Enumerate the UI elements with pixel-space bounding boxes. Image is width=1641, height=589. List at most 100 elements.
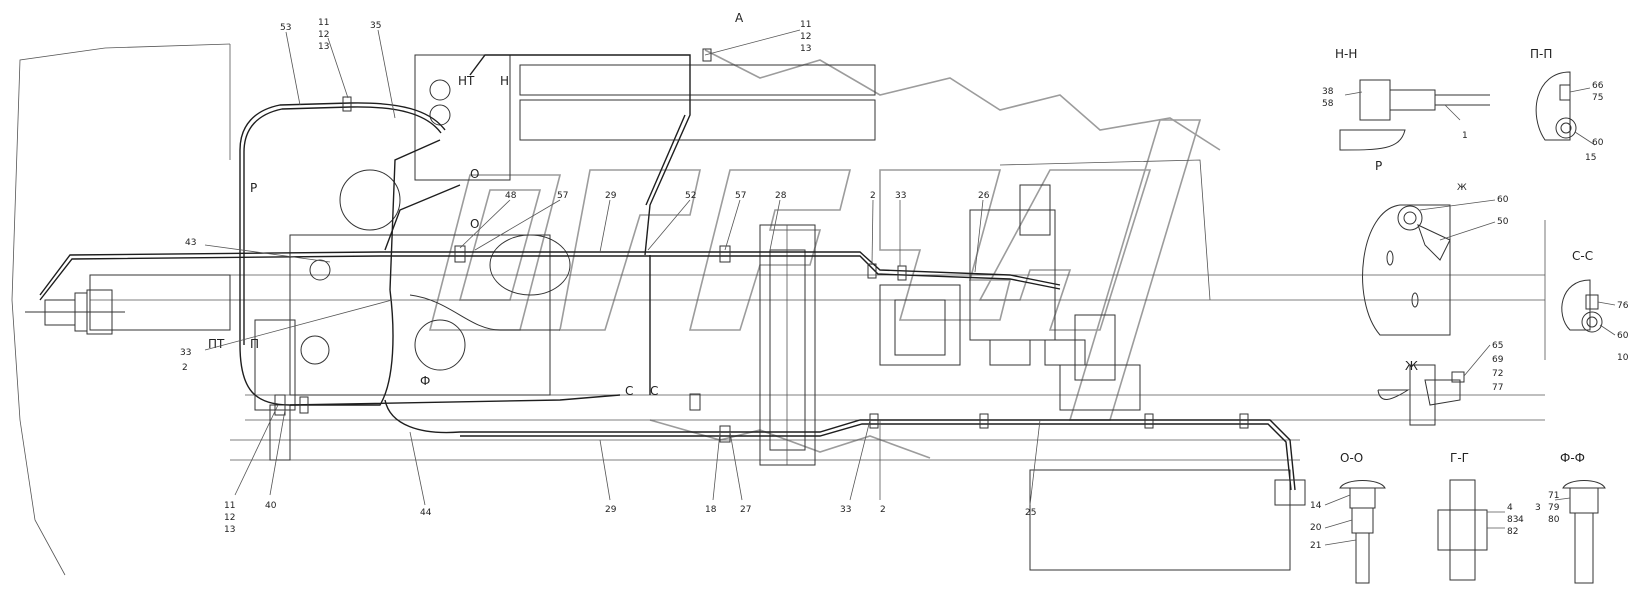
callout-2-c: 2: [880, 505, 886, 515]
section-ss-title: С-С: [1572, 249, 1593, 263]
detail-section-pp: П-П 66 75 60 15: [1530, 47, 1604, 163]
callout-13-b: 13: [224, 525, 235, 535]
callout-44: 44: [420, 508, 432, 518]
section-nn-title: Н-Н: [1335, 47, 1357, 61]
section-marker-f: Ф: [420, 374, 430, 388]
brake-pipe-vertical: [384, 139, 651, 395]
cab-outline: [11, 43, 231, 576]
callout-43: 43: [185, 238, 196, 248]
view-arrow-zh: Ж: [1457, 183, 1467, 193]
callout-28: 28: [775, 191, 787, 201]
section-marker-pt: ПТ: [208, 337, 225, 351]
watermark-logo: [428, 49, 1221, 459]
detail-callout-83: 83: [1507, 515, 1518, 525]
callout-52: 52: [685, 191, 696, 201]
detail-callout-66: 66: [1592, 81, 1604, 91]
detail-callout-80: 80: [1548, 515, 1560, 525]
detail-callout-79: 79: [1548, 503, 1560, 513]
detail-callout-4-a: 4: [1507, 503, 1513, 513]
brake-pipe-main-lower: [239, 289, 1296, 491]
section-marker-s2: С: [650, 384, 658, 398]
callout-33-a: 33: [895, 191, 906, 201]
section-marker-nt: НТ: [458, 74, 475, 88]
callout-29-a: 29: [605, 191, 617, 201]
detail-section-r: Р 60 50 Ж: [1362, 159, 1509, 336]
section-marker-p: П: [250, 337, 259, 351]
upper-tank: [414, 54, 876, 181]
section-gg-title: Г-Г: [1450, 451, 1469, 465]
callout-57-b: 57: [735, 191, 746, 201]
frame-rails: [90, 159, 1546, 461]
detail-callout-65: 65: [1492, 341, 1503, 351]
callout-33-c: 33: [840, 505, 851, 515]
callout-12-top: 12: [318, 30, 329, 40]
detail-callout-3: 3: [1535, 503, 1541, 513]
brake-pipe-upper-loop: [239, 102, 446, 345]
callout-13-a: 13: [800, 44, 811, 54]
brake-pipe-main-upper: [39, 251, 1061, 301]
detail-callout-75: 75: [1592, 93, 1603, 103]
crossmember-rear: [879, 209, 1056, 366]
detail-callout-20: 20: [1310, 523, 1322, 533]
crossmember-front: [759, 224, 816, 466]
view-a-label: А: [735, 11, 744, 25]
section-marker-n: Н: [500, 74, 509, 88]
callout-33-b: 33: [180, 348, 191, 358]
callout-25: 25: [1025, 508, 1036, 518]
detail-callout-76: 76: [1617, 301, 1629, 311]
detail-callout-60-pp: 60: [1592, 138, 1604, 148]
detail-callout-60-r: 60: [1497, 195, 1509, 205]
detail-callout-69: 69: [1492, 355, 1504, 365]
callout-12-b: 12: [224, 513, 235, 523]
callout-11-a: 11: [800, 20, 811, 30]
section-marker-s1: С: [625, 384, 633, 398]
detail-callout-38: 38: [1322, 87, 1334, 97]
section-pp-title: П-П: [1530, 47, 1552, 61]
section-r-title: Р: [1375, 159, 1382, 173]
detail-section-zh: Ж 65 69 72 77: [1377, 341, 1504, 426]
callout-40: 40: [265, 501, 277, 511]
section-oo-title: О-О: [1340, 451, 1363, 465]
callout-11-top: 11: [318, 18, 329, 28]
detail-callout-50: 50: [1497, 217, 1509, 227]
callout-18: 18: [705, 505, 717, 515]
callout-2-a: 2: [870, 191, 876, 201]
detail-callout-72: 72: [1492, 369, 1503, 379]
brake-pipe-top-run: [469, 54, 691, 256]
callout-27: 27: [740, 505, 751, 515]
detail-callout-82: 82: [1507, 527, 1518, 537]
callout-48: 48: [505, 191, 517, 201]
section-marker-o-lower: О: [470, 217, 479, 231]
section-marker-o-upper: О: [470, 167, 479, 181]
detail-callout-15: 15: [1585, 153, 1596, 163]
detail-section-ff: Ф-Ф 3 71 79 80: [1535, 451, 1606, 584]
detail-callout-77: 77: [1492, 383, 1503, 393]
callout-26: 26: [978, 191, 990, 201]
detail-section-nn: Н-Н 38 58 1: [1322, 47, 1490, 151]
detail-callout-58: 58: [1322, 99, 1334, 109]
callout-57-a: 57: [557, 191, 568, 201]
callout-53: 53: [280, 23, 291, 33]
front-coupling: [25, 274, 231, 335]
section-marker-p-arrow: Р: [250, 181, 257, 195]
detail-callout-71: 71: [1548, 491, 1559, 501]
rear-valve: [989, 184, 1291, 571]
detail-callout-60-ss: 60: [1617, 331, 1629, 341]
section-ff-title: Ф-Ф: [1560, 451, 1585, 465]
detail-section-oo: О-О 14 20 21: [1310, 451, 1386, 584]
engine-block: [254, 169, 571, 461]
detail-callout-4-b: 4: [1518, 515, 1524, 525]
callout-12-a: 12: [800, 32, 811, 42]
detail-callout-14: 14: [1310, 501, 1322, 511]
callout-35: 35: [370, 21, 381, 31]
detail-section-gg: Г-Г 4 83 4 82: [1437, 451, 1524, 581]
detail-callout-21: 21: [1310, 541, 1321, 551]
detail-section-ss: С-С 76 60 10: [1561, 249, 1629, 363]
callout-11-b: 11: [224, 501, 235, 511]
callout-29-b: 29: [605, 505, 617, 515]
callout-2-b: 2: [182, 363, 188, 373]
detail-callout-10: 10: [1617, 353, 1629, 363]
callout-13-top: 13: [318, 42, 329, 52]
section-zh-title: Ж: [1405, 359, 1418, 373]
